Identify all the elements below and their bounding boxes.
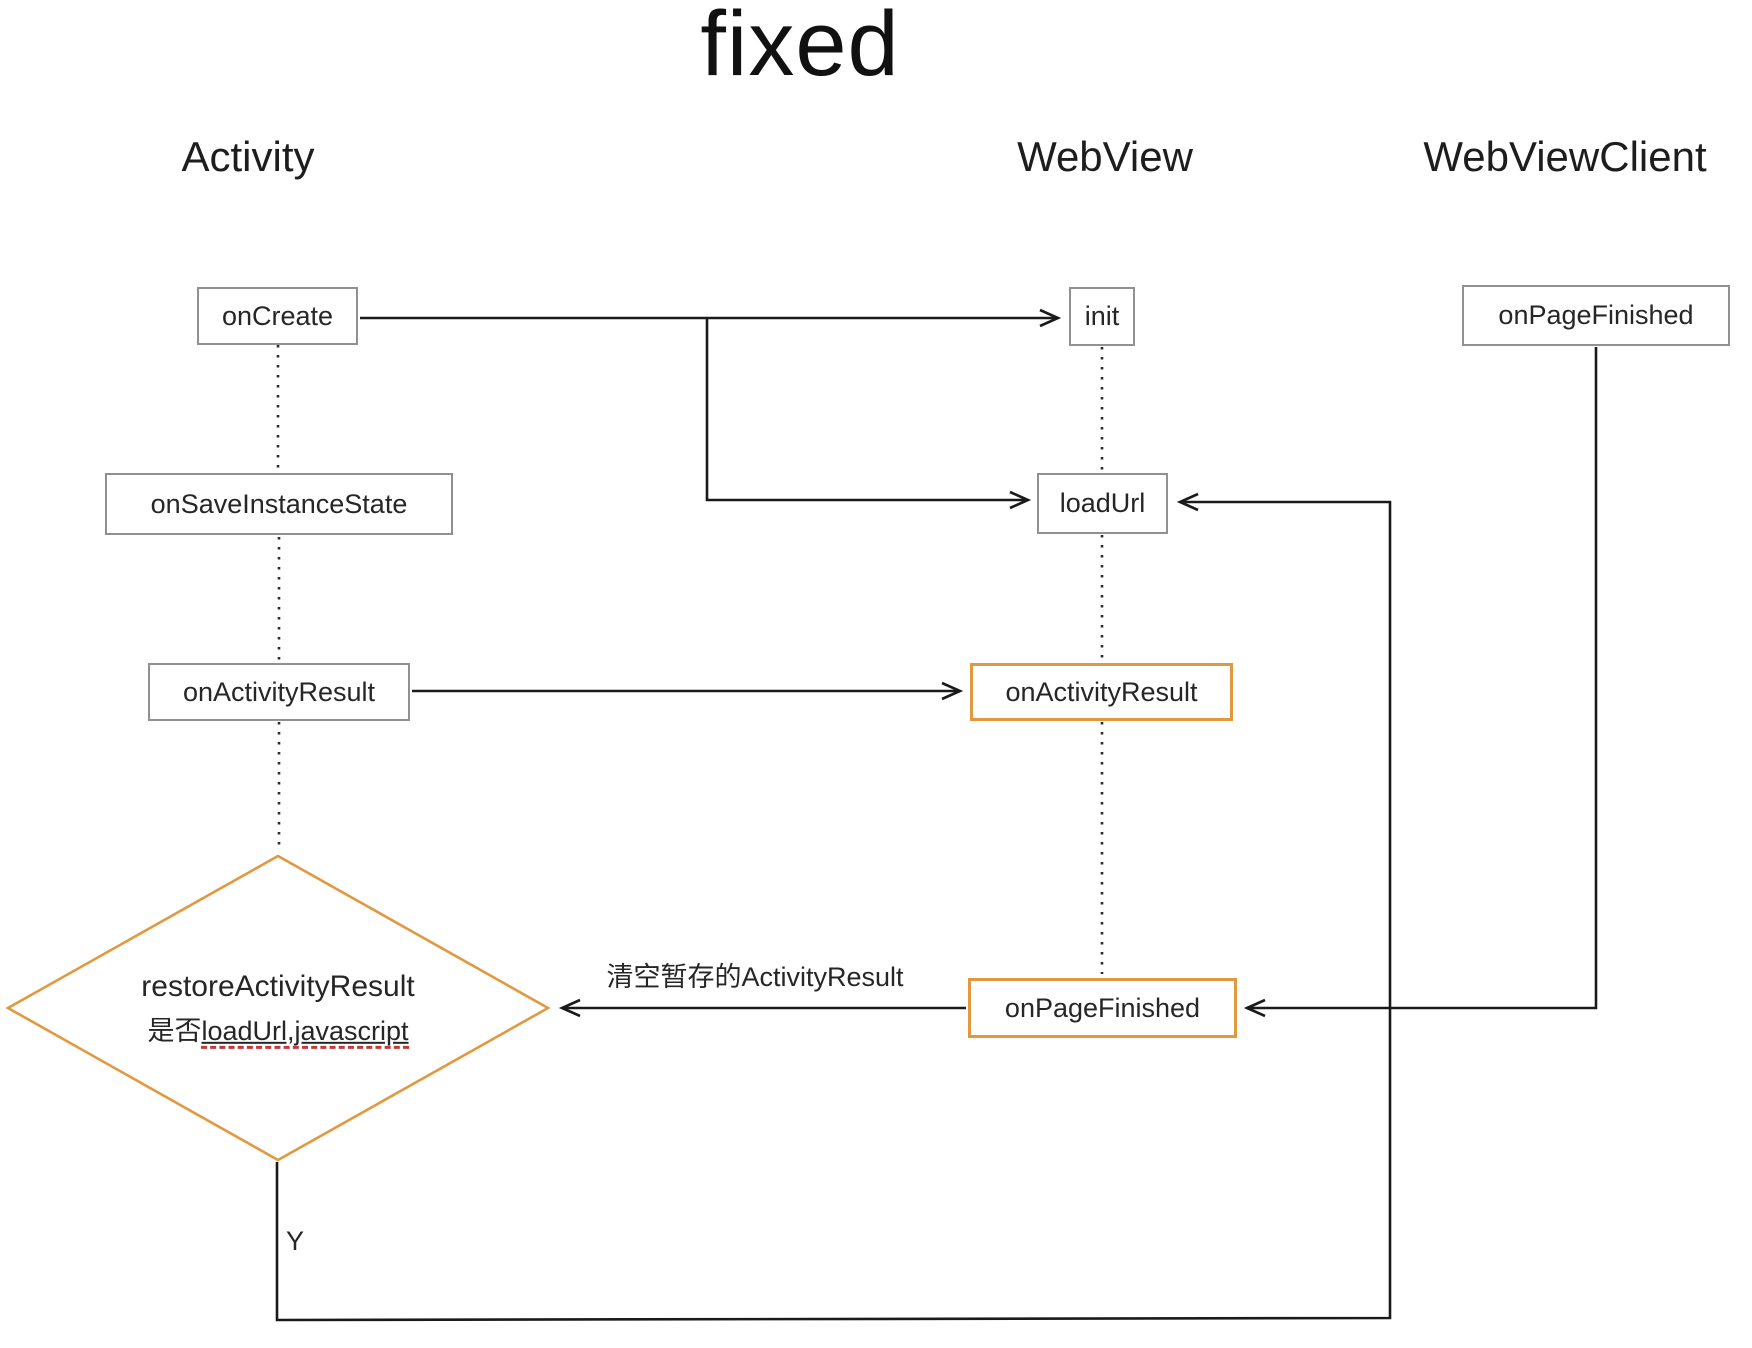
arrow-client-onpagefinished xyxy=(1243,347,1598,1018)
node-onsaveinstancestate: onSaveInstanceState xyxy=(105,473,453,535)
decision-title: restoreActivityResult xyxy=(141,969,415,1003)
arrow-oncreate-loadurl xyxy=(705,318,1032,510)
node-loadurl: loadUrl xyxy=(1037,473,1168,534)
decision-condition-prefix: 是否 xyxy=(147,1015,202,1046)
column-header-webview: WebView xyxy=(1017,133,1193,180)
node-onactivityresult-webview: onActivityResult xyxy=(970,663,1233,721)
node-init: init xyxy=(1069,287,1135,346)
decision-condition: 是否loadUrl,javascript xyxy=(48,1010,508,1052)
node-onactivityresult-activity: onActivityResult xyxy=(148,663,410,721)
edge-yes-loop-to-loadurl xyxy=(275,492,1392,1322)
decision-diamond xyxy=(5,854,551,1162)
decision-condition-underlined: loadUrl,javascript xyxy=(201,1015,409,1049)
node-onpagefinished-webview: onPageFinished xyxy=(968,978,1237,1038)
edge-label-yes: Y xyxy=(286,1226,305,1256)
decision-label: restoreActivityResult 是否loadUrl,javascri… xyxy=(48,964,508,1052)
column-header-webviewclient: WebViewClient xyxy=(1423,133,1707,180)
node-oncreate: onCreate xyxy=(197,287,358,345)
diagram-title: fixed xyxy=(700,0,900,95)
lifeline-activity xyxy=(276,345,281,852)
edge-label-clear-activityresult: 清空暂存的ActivityResult xyxy=(606,962,904,992)
column-header-activity: Activity xyxy=(181,133,315,180)
node-onpagefinished-client: onPageFinished xyxy=(1462,285,1730,346)
